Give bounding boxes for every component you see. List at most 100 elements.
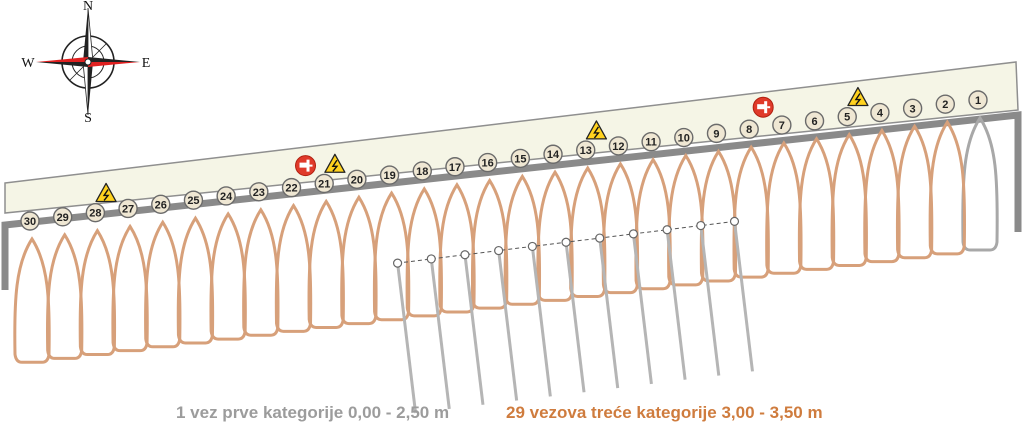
berth-number-badge: 24 — [216, 186, 236, 206]
berth-badge-circle — [804, 111, 825, 131]
berth-number-label: 25 — [187, 195, 199, 207]
high-voltage-warning-icon — [95, 182, 117, 203]
mooring-buoy-icon — [561, 237, 571, 247]
berth-number-label: 27 — [122, 203, 134, 215]
water-tap-icon — [295, 155, 317, 177]
berth-number-badge: 8 — [739, 119, 759, 139]
berth-number-label: 10 — [678, 133, 690, 145]
berth-number-label: 20 — [351, 174, 363, 186]
boat-third-category — [634, 156, 672, 291]
boat-third-category — [895, 123, 934, 260]
mooring-chain — [564, 242, 586, 393]
mooring-chain — [732, 221, 754, 372]
berth-badge-circle — [281, 177, 302, 198]
berth-number-badge: 13 — [576, 140, 596, 160]
berth-number-label: 7 — [779, 120, 785, 132]
berth-number-label: 24 — [220, 191, 233, 203]
boat-third-category — [601, 161, 640, 295]
berth-badge-circle — [543, 144, 563, 164]
berth-badge-circle — [739, 119, 759, 139]
berth-number-badge: 19 — [379, 165, 400, 185]
berth-badge-circle — [249, 182, 269, 202]
berth-number-badge: 4 — [870, 102, 890, 123]
berth-number-label: 11 — [645, 137, 657, 149]
boat-third-category — [144, 219, 182, 349]
berth-badge-circle — [641, 132, 661, 152]
boat-third-category — [830, 131, 868, 267]
service-icons-layer — [95, 86, 869, 203]
berth-number-label: 29 — [57, 212, 69, 224]
berth-number-label: 23 — [253, 187, 265, 199]
berth-number-label: 9 — [713, 128, 719, 140]
berth-number-label: 1 — [975, 95, 981, 107]
mooring-buoy-icon — [494, 245, 504, 256]
berth-badges-layer: 1234567891011121314151617181920212223242… — [20, 90, 988, 231]
berth-number-badge: 21 — [314, 173, 334, 194]
berth-badge-circle — [674, 127, 694, 148]
berth-number-label: 22 — [285, 183, 297, 195]
berth-number-badge: 11 — [641, 132, 661, 152]
compass-west-label: W — [21, 56, 35, 71]
legend-first-category: 1 vez prve kategorije 0,00 - 2,50 m — [176, 403, 450, 422]
boat-first-category — [961, 115, 999, 252]
mooring-buoy-icon — [527, 241, 537, 252]
compass-north-label: N — [83, 0, 93, 14]
mooring-buoy-icon — [426, 254, 436, 264]
mooring-lines-layer — [392, 216, 754, 414]
berth-number-label: 8 — [746, 124, 752, 136]
high-voltage-warning-icon — [585, 120, 608, 140]
berth-badge-circle — [216, 186, 236, 206]
berth-number-label: 13 — [580, 145, 592, 157]
mooring-chain — [631, 233, 653, 385]
boat-third-category — [340, 194, 378, 326]
compass-south-label: S — [84, 111, 92, 126]
berth-number-badge: 1 — [968, 90, 988, 110]
berth-number-badge: 18 — [412, 161, 432, 181]
mooring-buoy-icon — [662, 225, 672, 235]
high-voltage-warning-icon — [847, 86, 869, 107]
boat-third-category — [307, 198, 345, 329]
berth-number-label: 30 — [24, 216, 36, 228]
boat-third-category — [111, 223, 149, 353]
berth-number-badge: 7 — [772, 115, 792, 135]
berth-number-badge: 12 — [608, 136, 629, 156]
berth-number-badge: 25 — [183, 190, 204, 210]
berth-number-badge: 16 — [477, 152, 498, 173]
berth-number-label: 18 — [416, 166, 428, 178]
boat-third-category — [536, 169, 574, 302]
berth-number-badge: 28 — [85, 202, 106, 223]
berth-badge-circle — [902, 98, 923, 119]
mooring-buoy-icon — [460, 250, 470, 260]
berth-badge-circle — [608, 136, 629, 156]
boat-third-category — [928, 119, 967, 256]
berth-number-badge: 17 — [445, 157, 465, 177]
boat-third-category — [372, 190, 411, 322]
mooring-buoy-icon — [595, 233, 605, 243]
berth-number-label: 15 — [514, 153, 526, 165]
berth-number-label: 4 — [877, 108, 884, 120]
boat-third-category — [503, 173, 542, 306]
berth-number-badge: 23 — [249, 182, 269, 202]
berth-number-badge: 15 — [510, 148, 531, 169]
berth-number-badge: 20 — [347, 169, 367, 189]
berth-number-badge: 29 — [52, 207, 73, 227]
berth-badge-circle — [968, 90, 988, 110]
boat-third-category — [13, 236, 51, 364]
berth-badge-circle — [412, 161, 432, 181]
compass-rose-icon: N S W E — [21, 0, 150, 126]
berth-badge-circle — [837, 106, 857, 127]
boats-layer — [13, 115, 999, 364]
boat-third-category — [176, 215, 215, 345]
berth-badge-circle — [151, 194, 171, 215]
mooring-chain — [598, 237, 620, 389]
berth-number-label: 19 — [383, 170, 395, 182]
berth-badge-circle — [706, 123, 727, 144]
berth-number-label: 26 — [155, 199, 167, 211]
berth-badge-circle — [52, 207, 73, 227]
mooring-buoy-icon — [392, 258, 403, 268]
berth-number-badge: 27 — [118, 198, 138, 219]
boat-third-category — [242, 207, 280, 337]
berth-number-label: 16 — [482, 158, 494, 170]
berth-number-badge: 6 — [804, 111, 825, 131]
